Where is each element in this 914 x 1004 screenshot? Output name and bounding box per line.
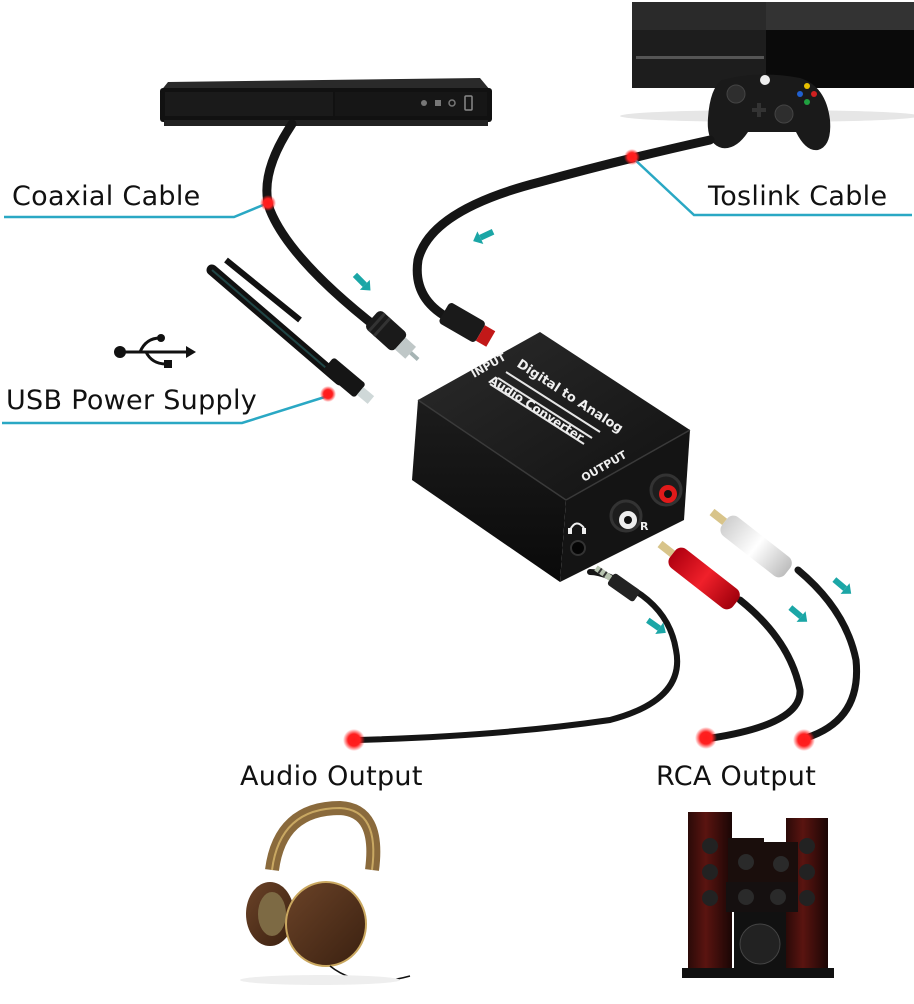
rca-right-label: R xyxy=(640,520,649,533)
dvd-player-icon xyxy=(160,78,492,126)
coaxial-cable xyxy=(262,119,420,361)
headphones-icon xyxy=(240,800,411,985)
headphone-icon xyxy=(568,522,586,534)
headphone-jack xyxy=(570,540,586,556)
direction-arrows xyxy=(352,229,852,635)
game-controller-icon xyxy=(707,74,831,151)
speaker-system-icon xyxy=(682,812,834,978)
toslink-cable-label: Toslink Cable xyxy=(708,181,888,212)
markers xyxy=(260,149,815,751)
callout-lines xyxy=(2,156,912,425)
coaxial-callout-line xyxy=(4,201,269,219)
coaxial-cable-label: Coaxial Cable xyxy=(12,181,201,212)
rca-port-left xyxy=(609,499,643,533)
audio-output-marker xyxy=(343,729,365,751)
audio-output-label: Audio Output xyxy=(240,761,423,792)
rca-port-right xyxy=(649,473,683,507)
arrow-audio-icon xyxy=(646,617,666,635)
usb-callout-line xyxy=(2,394,329,425)
arrow-rca-red-icon xyxy=(788,605,808,622)
arrow-toslink-icon xyxy=(473,229,495,245)
coaxial-marker xyxy=(260,195,276,211)
usb-cable xyxy=(206,257,375,404)
converter-device: INPUT Digital to Analog Audio Converter … xyxy=(412,332,691,582)
toslink-marker xyxy=(624,149,640,165)
arrow-coaxial-icon xyxy=(352,272,371,291)
rca-output-marker-1 xyxy=(695,727,717,749)
usb-marker xyxy=(320,386,336,402)
rca-output-label: RCA Output xyxy=(656,761,817,792)
device-stripes xyxy=(489,371,601,445)
usb-icon xyxy=(114,334,196,368)
rca-cable-white xyxy=(709,508,861,742)
toslink-callout-line xyxy=(631,156,912,217)
game-console-icon xyxy=(620,2,914,122)
audio-cable xyxy=(355,565,681,743)
toslink-cable xyxy=(412,135,715,347)
arrow-rca-white-icon xyxy=(832,577,852,594)
usb-power-supply-label: USB Power Supply xyxy=(6,385,258,416)
rca-cable-red xyxy=(657,540,804,742)
rca-output-marker-2 xyxy=(793,729,815,751)
